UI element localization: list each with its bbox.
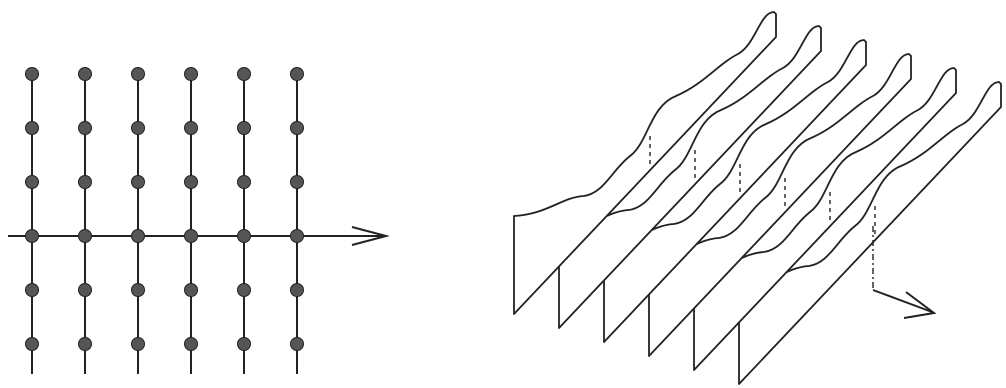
lattice-point (25, 283, 39, 297)
lattice-point (131, 121, 145, 135)
lattice-point (25, 229, 39, 243)
axis-arrowhead (351, 226, 390, 246)
lattice-point (131, 337, 145, 351)
lattice-point (131, 283, 145, 297)
lattice-point (25, 121, 39, 135)
lattice-point (131, 229, 145, 243)
lattice-point (184, 121, 198, 135)
lattice-point (237, 175, 251, 189)
wave-sheet (603, 39, 867, 343)
lattice-point (237, 121, 251, 135)
lattice-point (78, 175, 92, 189)
lattice-point (25, 337, 39, 351)
lattice-point (237, 337, 251, 351)
lattice-point (290, 175, 304, 189)
lattice-point (290, 121, 304, 135)
lattice-point (237, 229, 251, 243)
lattice-point (25, 175, 39, 189)
lattice-point (78, 121, 92, 135)
point-lattice-diagram (8, 67, 390, 374)
wave-sheets-diagram (513, 11, 1002, 385)
lattice-point (131, 175, 145, 189)
lattice-point (131, 67, 145, 81)
lattice-point (184, 229, 198, 243)
wave-sheet (738, 81, 1002, 385)
wave-sheet (513, 11, 777, 315)
wave-sheet (693, 67, 957, 371)
lattice-point (78, 67, 92, 81)
lattice-point (184, 67, 198, 81)
lattice-point (184, 337, 198, 351)
lattice-point (25, 67, 39, 81)
lattice-point (290, 229, 304, 243)
wave-sheet (648, 53, 912, 357)
lattice-point (184, 283, 198, 297)
direction-arrowhead (903, 291, 937, 319)
wave-sheet (558, 25, 822, 329)
lattice-point (290, 67, 304, 81)
lattice-point (78, 283, 92, 297)
lattice-point (78, 337, 92, 351)
lattice-point (237, 67, 251, 81)
lattice-point (290, 337, 304, 351)
lattice-point (290, 283, 304, 297)
lattice-point (184, 175, 198, 189)
direction-arrow-shaft (872, 289, 933, 313)
lattice-point (237, 283, 251, 297)
lattice-point (78, 229, 92, 243)
